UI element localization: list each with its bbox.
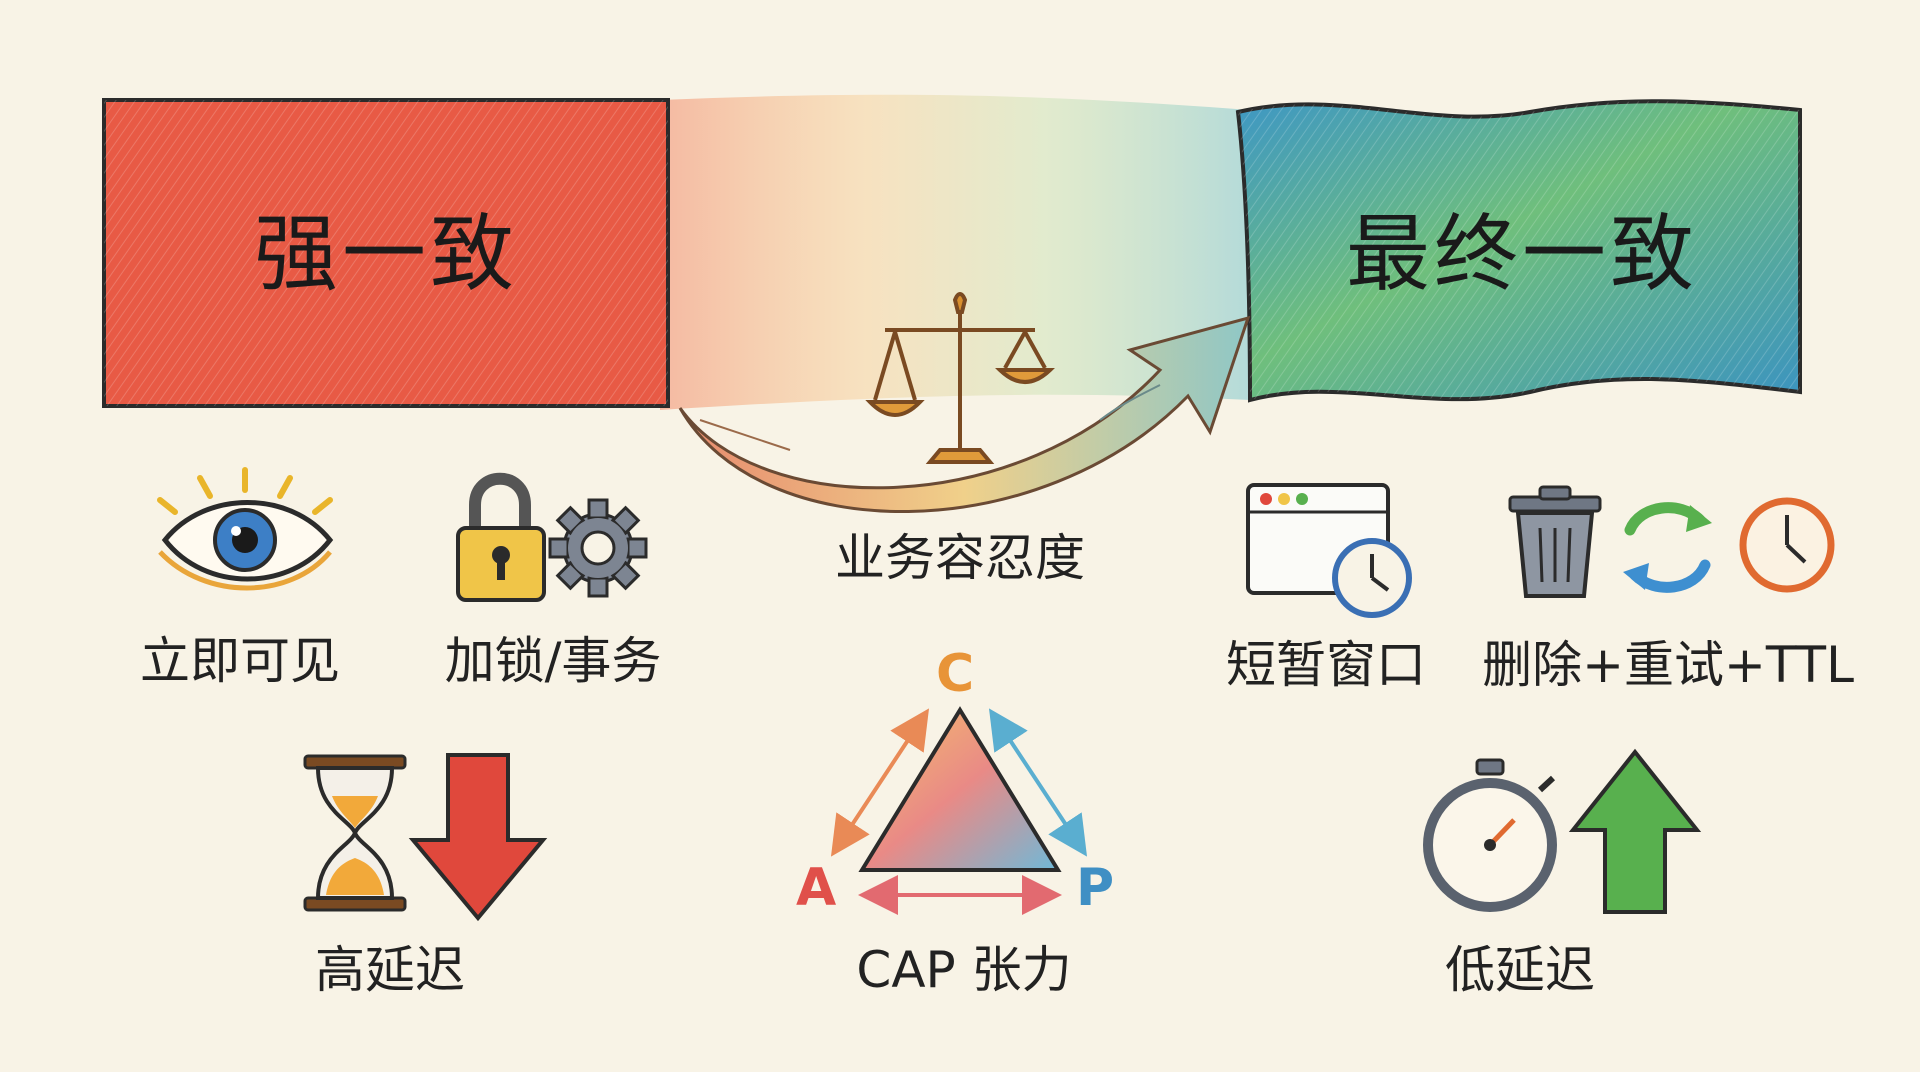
low-latency-label: 低延迟 [1445,941,1595,999]
eventual-consistency-title: 最终一致 [1345,205,1699,303]
cap-tension-label: CAP 张力 [856,941,1072,999]
hourglass-icon [303,754,407,912]
c-p-arrow [988,708,1088,857]
stopwatch-icon [1423,758,1557,912]
tolerance-label: 业务容忍度 [835,529,1085,587]
high-latency-label: 高延迟 [315,941,465,999]
lock-transaction-label: 加锁/事务 [444,632,662,690]
strong-consistency-title: 强一致 [253,205,519,303]
cap-vertex-p: P [1076,858,1115,918]
window-clock-icon [1246,483,1412,618]
strong-consistency-block [102,98,670,408]
down-arrow-icon [408,753,548,922]
c-a-arrow [830,708,930,857]
eventual-consistency-block [1235,99,1802,403]
balance-scale-icon [865,292,1055,464]
eye-icon [157,467,334,591]
immediate-visible-label: 立即可见 [140,632,340,690]
short-window-label: 短暂窗口 [1226,636,1426,694]
trash-refresh-clock-icon [1508,485,1835,598]
transition-band [660,94,1250,410]
cap-vertex-a: A [796,858,837,918]
cap-triangle [830,706,1088,915]
delete-retry-ttl-label: 删除+重试+TTL [1482,636,1854,694]
lock-gear-icon [456,472,648,602]
up-arrow-icon [1568,748,1702,914]
cap-vertex-c: C [936,644,975,704]
transition-arrow [678,315,1251,513]
